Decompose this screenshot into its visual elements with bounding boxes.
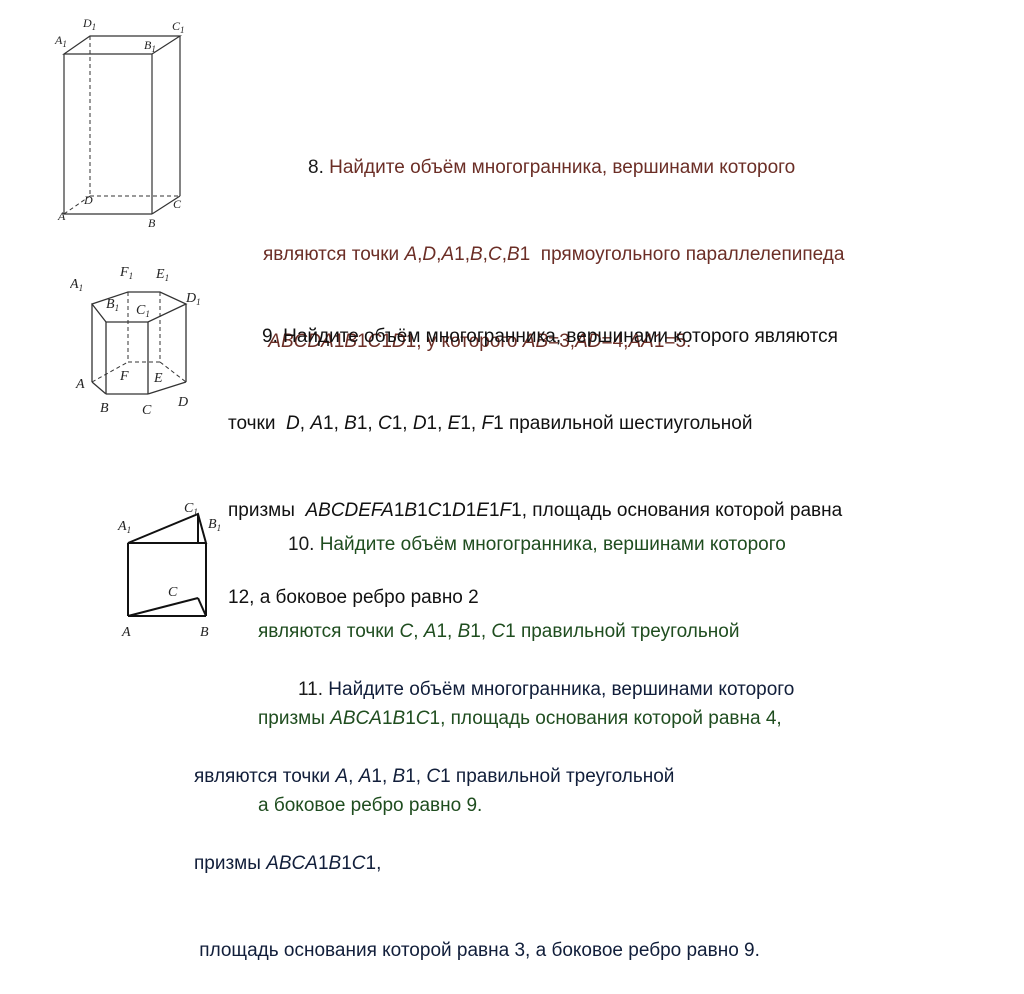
label-B1: B1 <box>144 38 156 54</box>
task-10-line-3: призмы ABCA1B1C1, площадь основания кото… <box>258 708 782 729</box>
label-B: B <box>148 216 156 230</box>
label-D1: D1 <box>82 16 96 32</box>
label-C: C <box>168 585 178 600</box>
parallelepiped-figure: A1 D1 C1 B1 A D C B <box>50 14 200 234</box>
label-A1: A1 <box>54 33 67 49</box>
top-face <box>62 35 183 55</box>
task-9-line-4: 12, а боковое ребро равно 2 <box>228 587 479 608</box>
label-C1: C1 <box>136 303 150 319</box>
label-D: D <box>83 193 93 207</box>
label-D1: D1 <box>185 291 201 307</box>
task-11-line-2: являются точки A, A1, B1, C1 правильной … <box>194 766 675 787</box>
task-8: 8. Найдите объём многогранника, вершинам… <box>263 95 844 385</box>
label-B: B <box>200 625 209 640</box>
task-11-line-1: 11. Найдите объём многогранника, вершина… <box>298 679 795 700</box>
label-A: A <box>75 377 85 392</box>
task-8-line-1: 8. Найдите объём многогранника, вершинам… <box>308 157 796 178</box>
task-10-line-2: являются точки C, A1, B1, C1 правильной … <box>258 621 740 642</box>
label-A1: A1 <box>117 519 131 535</box>
label-E1: E1 <box>155 267 169 283</box>
label-F1: F1 <box>119 265 133 281</box>
label-B: B <box>100 401 109 416</box>
task-11-line-3: призмы ABCA1B1C1, <box>194 853 382 874</box>
label-C1: C1 <box>184 501 198 517</box>
hexagonal-prism-figure: A1 F1 E1 B1 C1 D1 F E A B C D <box>70 262 220 422</box>
task-9-line-2: точки D, A1, B1, C1, D1, E1, F1 правильн… <box>228 413 753 434</box>
label-C: C <box>173 197 182 211</box>
task-10-line-1: 10. Найдите объём многогранника, вершина… <box>288 534 786 555</box>
task-8-line-3: ABCDA1B1C1D1, у которого AB=3,AD=4,AA1=5… <box>268 331 692 352</box>
top-face <box>127 512 208 544</box>
label-A1: A1 <box>70 277 83 293</box>
label-B1: B1 <box>106 297 119 313</box>
task-11-line-4: площадь основания которой равна 3, а бок… <box>194 940 760 961</box>
label-B1: B1 <box>208 517 221 533</box>
label-A: A <box>121 625 131 640</box>
label-D: D <box>177 395 188 410</box>
triangular-prism-figure: A1 C1 B1 C A B <box>112 498 242 648</box>
task-8-line-2: являются точки A,D,A1,B,C,B1 прямоугольн… <box>263 244 845 265</box>
task-9: 9. Найдите объём многогранника, вершинам… <box>228 264 842 641</box>
label-A: A <box>57 209 66 223</box>
label-E: E <box>153 371 163 386</box>
label-F: F <box>119 369 129 384</box>
task-10: 10. Найдите объём многогранника, вершина… <box>258 472 786 849</box>
task-11: 11. Найдите объём многогранника, вершина… <box>194 617 794 994</box>
label-C: C <box>142 403 152 418</box>
label-C1: C1 <box>172 19 185 35</box>
task-9-line-1: 9. Найдите объём многогранника, вершинам… <box>262 326 838 347</box>
task-9-line-3: призмы ABCDEFA1B1C1D1E1F1, площадь основ… <box>228 500 843 521</box>
